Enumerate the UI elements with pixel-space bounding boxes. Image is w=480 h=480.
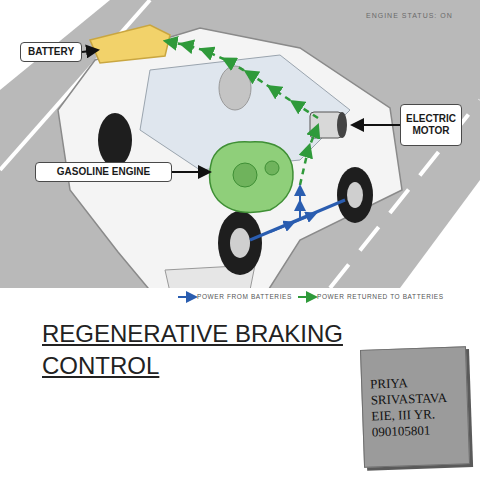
- power-return-arrow: [300, 130, 316, 185]
- engine-detail: [233, 163, 257, 187]
- legend-strip: [0, 288, 480, 308]
- drive-axle: [250, 200, 345, 240]
- gasoline-engine-part: [210, 142, 294, 213]
- leader-arrow: [352, 124, 400, 126]
- legend-blue-arrow: [178, 296, 192, 298]
- box-text-group: BATTERY: [28, 46, 74, 58]
- part-label-box: GASOLINE ENGINE: [35, 162, 172, 182]
- wheel: [218, 211, 262, 275]
- wheel-hub: [347, 182, 363, 208]
- power-flow-arrow: [270, 215, 312, 232]
- motor-end: [337, 112, 347, 138]
- legend-text: POWER RETURNED TO BATTERIES: [317, 293, 444, 300]
- author-box: PRIYA SRIVASTAVA EIE, III YR. 090105801: [360, 346, 470, 468]
- power-return-arrow: [170, 42, 318, 118]
- box-text: PRIYA SRIVASTAVA EIE, III YR. 090105801: [370, 373, 462, 440]
- power-flow-arrow: [299, 190, 301, 220]
- box-text: ELECTRIC MOTOR: [404, 113, 458, 137]
- battery-pack: [90, 25, 170, 63]
- engine-status: ENGINE STATUS: ON: [366, 12, 453, 19]
- box-text: GASOLINE ENGINE: [57, 166, 150, 178]
- wheel-hub: [230, 228, 250, 258]
- box-text-group: GASOLINE ENGINE: [57, 166, 150, 178]
- legend-text: POWER FROM BATTERIES: [197, 293, 292, 300]
- part-label-box: ELECTRIC MOTOR: [400, 104, 462, 146]
- box-text-group: PRIYA SRIVASTAVA EIE, III YR. 090105801: [370, 373, 462, 440]
- car-seat: [219, 66, 251, 110]
- engine-detail: [265, 161, 279, 175]
- box-text-group: ELECTRIC MOTOR: [404, 113, 458, 137]
- wheel: [98, 113, 132, 167]
- leader-arrow: [172, 171, 210, 173]
- part-label-box: BATTERY: [20, 42, 82, 62]
- wheel: [337, 167, 373, 223]
- engine-block: [210, 142, 294, 213]
- leader-arrow: [82, 50, 98, 52]
- legend-green-arrow: [298, 296, 312, 298]
- title-text: REGENERATIVE BRAKING CONTROL: [42, 318, 387, 382]
- box-text: BATTERY: [28, 46, 74, 58]
